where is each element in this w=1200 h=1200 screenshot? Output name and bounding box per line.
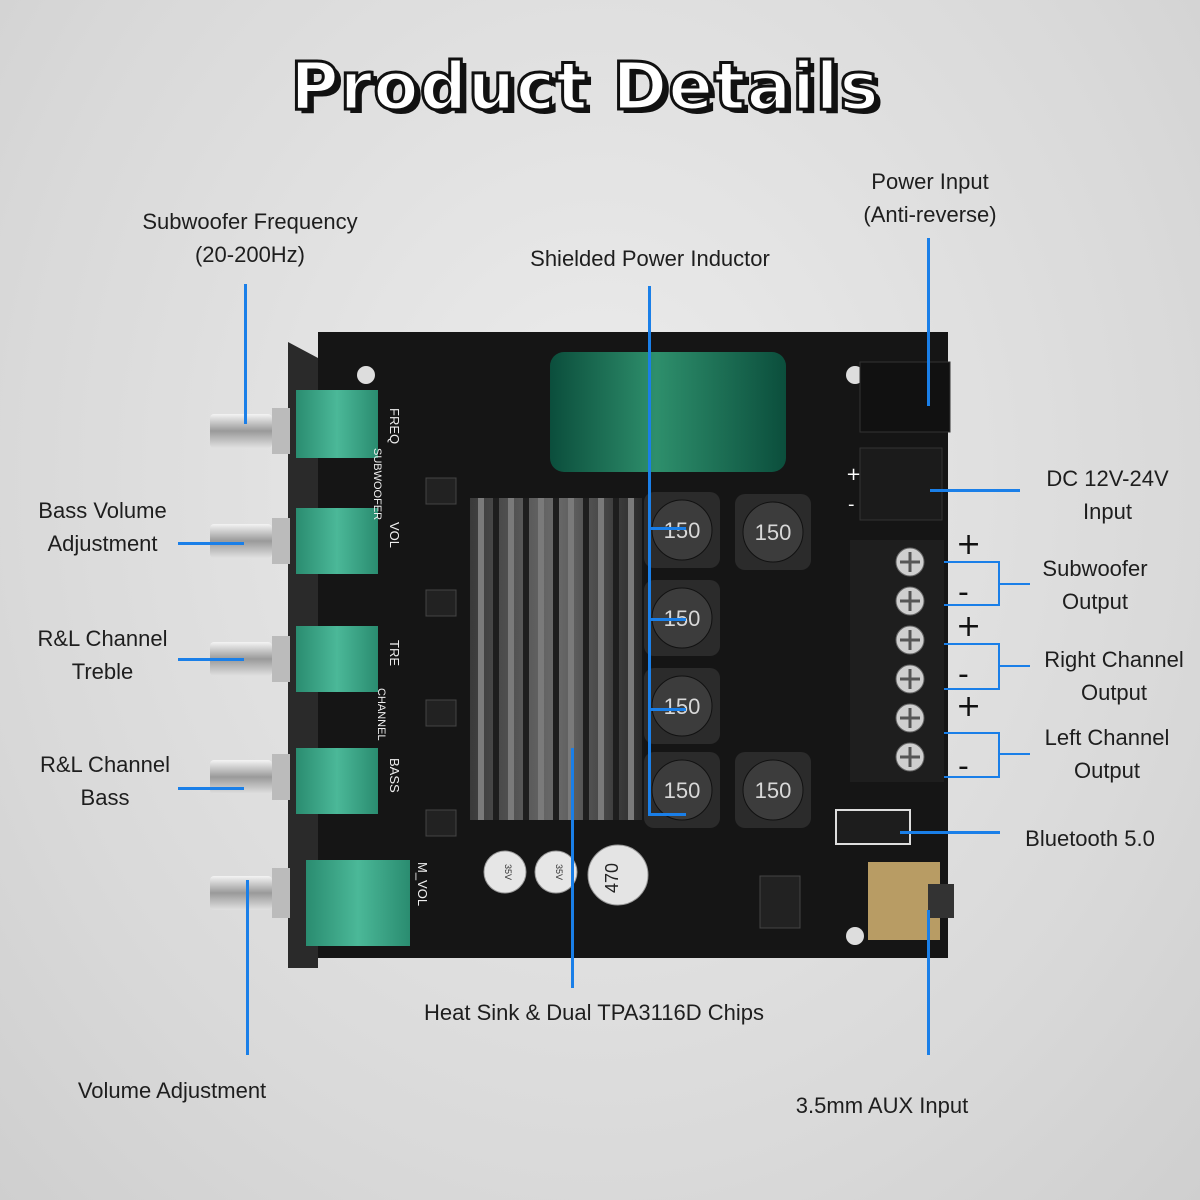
heat-sink-fin	[478, 498, 484, 820]
label-heat-sink: Heat Sink & Dual TPA3116D Chips	[424, 1000, 764, 1025]
terminal-sign: -	[958, 749, 969, 784]
silk-tre: TRE	[387, 640, 402, 666]
terminal-sign: +	[956, 689, 982, 724]
mount-hole	[357, 366, 375, 384]
bluetooth-antenna	[835, 809, 911, 845]
pointer-aux	[927, 910, 930, 1055]
label-subwoofer-frequency: Subwoofer Frequency(20-200Hz)	[142, 209, 358, 267]
pointer-inductor-branch-1	[648, 527, 686, 530]
silk-subwoofer: SUBWOOFER	[371, 448, 383, 520]
knob-volume	[210, 860, 410, 946]
screw-terminal	[850, 540, 944, 782]
dc-terminal	[859, 447, 943, 521]
label-shielded-power-inductor: Shielded Power Inductor	[530, 246, 770, 271]
silk-mvol: M_VOL	[415, 862, 430, 906]
heat-sink-fin	[553, 498, 559, 820]
pointer-bass	[178, 787, 244, 790]
heat-sink-fin	[628, 498, 634, 820]
inductor-value: 150	[755, 778, 792, 803]
inductor-value: 150	[664, 694, 701, 719]
pointer-bass-vol	[178, 542, 244, 545]
label-power-input: Power Input(Anti-reverse)	[863, 169, 997, 227]
pointer-inductor	[648, 286, 651, 816]
bulk-capacitor	[550, 352, 786, 472]
inductor-value: 150	[755, 520, 792, 545]
bt-chip	[759, 875, 801, 929]
pointer-dc	[930, 489, 1020, 492]
power-jack	[859, 361, 951, 433]
knob-bass-vol	[210, 508, 378, 574]
silk-freq: FREQ	[387, 408, 402, 444]
pointer-treble	[178, 658, 244, 661]
inductor-value: 150	[664, 518, 701, 543]
silk-bass: BASS	[387, 758, 402, 793]
svg-text:35V: 35V	[554, 864, 564, 880]
knob-bass	[210, 748, 378, 814]
pointer-bluetooth	[900, 831, 1000, 834]
inductor: 150	[644, 492, 720, 568]
inductor: 150	[735, 752, 811, 828]
heat-sink-fin	[613, 498, 619, 820]
inductor: 150	[644, 752, 720, 828]
dc-sign: -	[848, 494, 855, 515]
terminal-sign: -	[958, 575, 969, 610]
terminal-sign: +	[956, 609, 982, 644]
capacitor-small-1: 35V	[483, 850, 527, 894]
silk-channel: CHANNEL	[375, 688, 387, 741]
heat-sink-fin	[598, 498, 604, 820]
mount-hole	[846, 927, 864, 945]
label-bluetooth: Bluetooth 5.0	[1025, 826, 1155, 851]
pointer-volume	[246, 880, 249, 1055]
inductor-value: 150	[664, 778, 701, 803]
knob-freq	[210, 390, 378, 458]
silk-vol: VOL	[387, 522, 402, 548]
svg-text:470: 470	[602, 863, 622, 893]
inductor: 150	[735, 494, 811, 570]
page-title: Product Details	[289, 47, 880, 127]
heat-sink-fin	[568, 498, 574, 820]
heat-sink-fin	[493, 498, 499, 820]
pointer-heat-sink	[571, 748, 574, 988]
pointer-freq	[244, 284, 247, 424]
dc-sign: +	[846, 464, 862, 485]
heat-sink-fin	[508, 498, 514, 820]
terminal-sign: -	[958, 657, 969, 692]
inductor: 150	[644, 668, 720, 744]
label-volume: Volume Adjustment	[77, 1078, 267, 1103]
pointer-power	[927, 238, 930, 406]
pointer-inductor-branch-2	[648, 618, 686, 621]
capacitor-large: 470	[587, 844, 649, 906]
knob-treble	[210, 626, 378, 692]
heat-sink-fin	[538, 498, 544, 820]
label-aux-input: 3.5mm AUX Input	[795, 1093, 969, 1118]
heat-sink-fin	[583, 498, 589, 820]
capacitor-small-2: 35V	[534, 850, 578, 894]
pointer-inductor-branch-4	[648, 813, 686, 816]
heat-sink-fin	[523, 498, 529, 820]
pointer-inductor-branch-3	[648, 708, 686, 711]
svg-text:35V: 35V	[503, 864, 513, 880]
terminal-sign: +	[956, 527, 982, 562]
